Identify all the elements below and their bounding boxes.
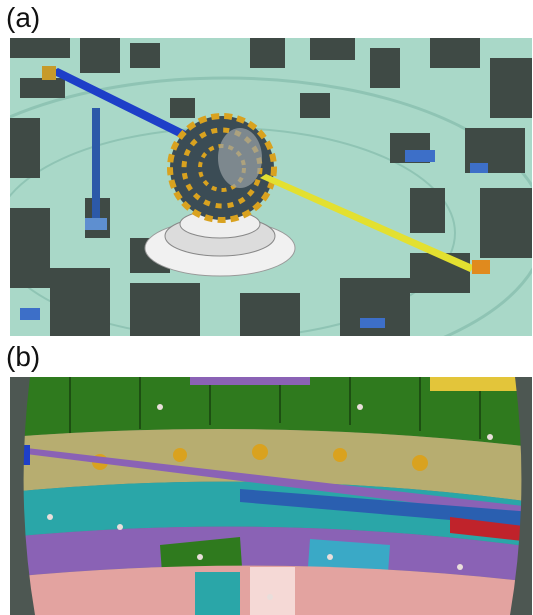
beam-source-block xyxy=(42,66,56,80)
laser-end-block xyxy=(472,260,490,274)
laser-beam xyxy=(260,174,475,272)
beam-line xyxy=(50,68,190,140)
diagnostic-tower xyxy=(92,108,100,228)
khaki-ring xyxy=(10,429,532,502)
panel-a-label: (a) xyxy=(6,2,41,33)
shielding-walls xyxy=(10,38,532,336)
red-feed xyxy=(450,517,532,542)
panel-a-render xyxy=(10,38,532,336)
diagnostic-rod xyxy=(10,447,532,517)
panel-b-label: (b) xyxy=(6,341,41,372)
purple-ring xyxy=(10,526,532,582)
insertion-tube xyxy=(240,489,532,527)
panel-b-render xyxy=(10,377,532,615)
floor-ring-outer xyxy=(10,76,532,336)
blue-panels xyxy=(20,150,488,328)
